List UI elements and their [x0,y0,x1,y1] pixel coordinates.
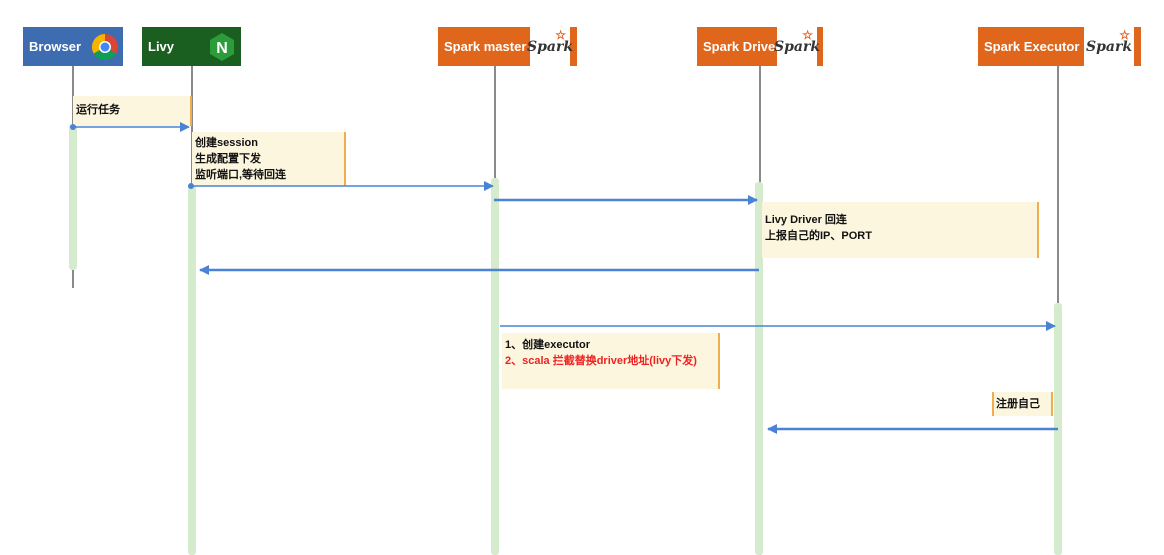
note-line: Livy Driver 回连 [765,214,847,226]
spark-logo-icon: Spark☆ [774,27,820,66]
actor-spark-master: Spark master Spark☆ [438,27,577,66]
spark-logo-icon: Spark☆ [1084,27,1134,66]
activation-livy [188,184,196,555]
actor-spark-driver-label: Spark Driver [703,39,781,54]
actor-spark-driver: Spark Driver Spark☆ [697,27,823,66]
actor-browser-label: Browser [29,39,82,54]
activation-spark-driver [755,182,763,555]
note-create-executor: 1、创建executor 2、scala 拦截替换driver地址(livy下发… [502,333,720,389]
actor-spark-master-label: Spark master [444,39,527,54]
svg-text:N: N [216,40,228,57]
note-driver-callback: Livy Driver 回连 上报自己的IP、PORT [762,202,1039,258]
chrome-icon [87,27,123,66]
note-create-session: 创建session 生成配置下发 监听端口,等待回连 [192,132,346,186]
note-line: 监听端口,等待回连 [195,169,287,181]
nginx-icon: N [206,27,238,66]
arrow-browser-to-livy [70,122,190,132]
note-line-highlight: 2、scala 拦截替换driver地址(livy下发) [505,355,697,367]
note-run-task: 运行任务 [73,96,192,126]
actor-livy-label: Livy [148,39,175,54]
note-line: 1、创建executor [505,339,590,351]
note-line: 创建session [195,137,258,149]
note-line: 上报自己的IP、PORT [765,230,872,242]
note-line: 生成配置下发 [195,153,261,165]
activation-spark-master [491,178,499,555]
actor-spark-executor: Spark Executor Spark☆ [978,27,1141,66]
actor-spark-executor-label: Spark Executor [984,39,1080,54]
actor-livy: Livy N [142,27,241,66]
activation-browser [69,124,77,270]
note-register-self: 注册自己 [992,392,1053,416]
arrow-livy-to-spark-master [188,181,494,191]
actor-browser: Browser [23,27,123,66]
spark-logo-icon: Spark☆ [527,27,573,66]
